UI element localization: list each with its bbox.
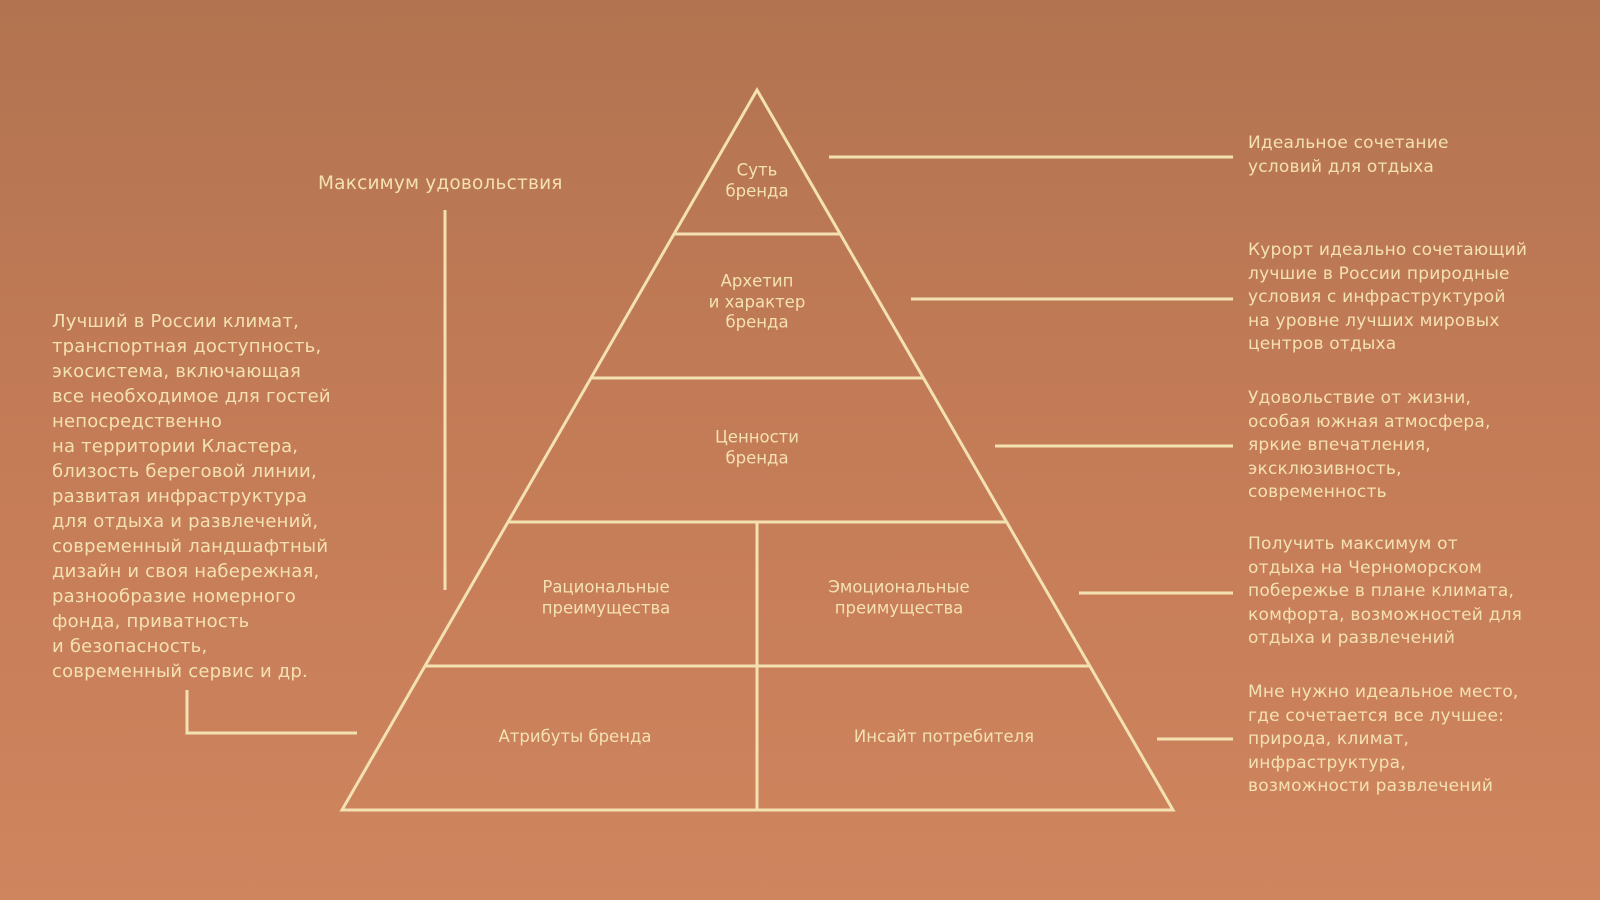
right-text-essence: Идеальное сочетание условий для отдыха: [1248, 133, 1449, 177]
right-text-archetype: Курорт идеально сочетающий лучшие в Росс…: [1248, 240, 1528, 354]
level-attributes: Атрибуты бренда: [498, 726, 652, 746]
level-emotional: Эмоциональные преимущества: [828, 577, 970, 618]
left-bracket: [185, 690, 357, 735]
level-values: Ценности бренда: [714, 427, 800, 468]
level-essence: Суть бренда: [725, 160, 789, 201]
level-archetype: Архетип и характер бренда: [708, 271, 806, 332]
left-description: Лучший в России климат, транспортная дос…: [52, 311, 331, 682]
level-insight: Инсайт потребителя: [853, 726, 1035, 746]
right-text-benefits: Получить максимум от отдыха на Черноморс…: [1248, 534, 1523, 648]
level-rational: Рациональные преимущества: [541, 577, 671, 618]
right-text-values: Удовольствие от жизни, особая южная атмо…: [1248, 388, 1491, 502]
right-text-insight: Мне нужно идеальное место, где сочетаетс…: [1248, 682, 1519, 796]
left-title: Максимум удовольствия: [318, 173, 563, 194]
